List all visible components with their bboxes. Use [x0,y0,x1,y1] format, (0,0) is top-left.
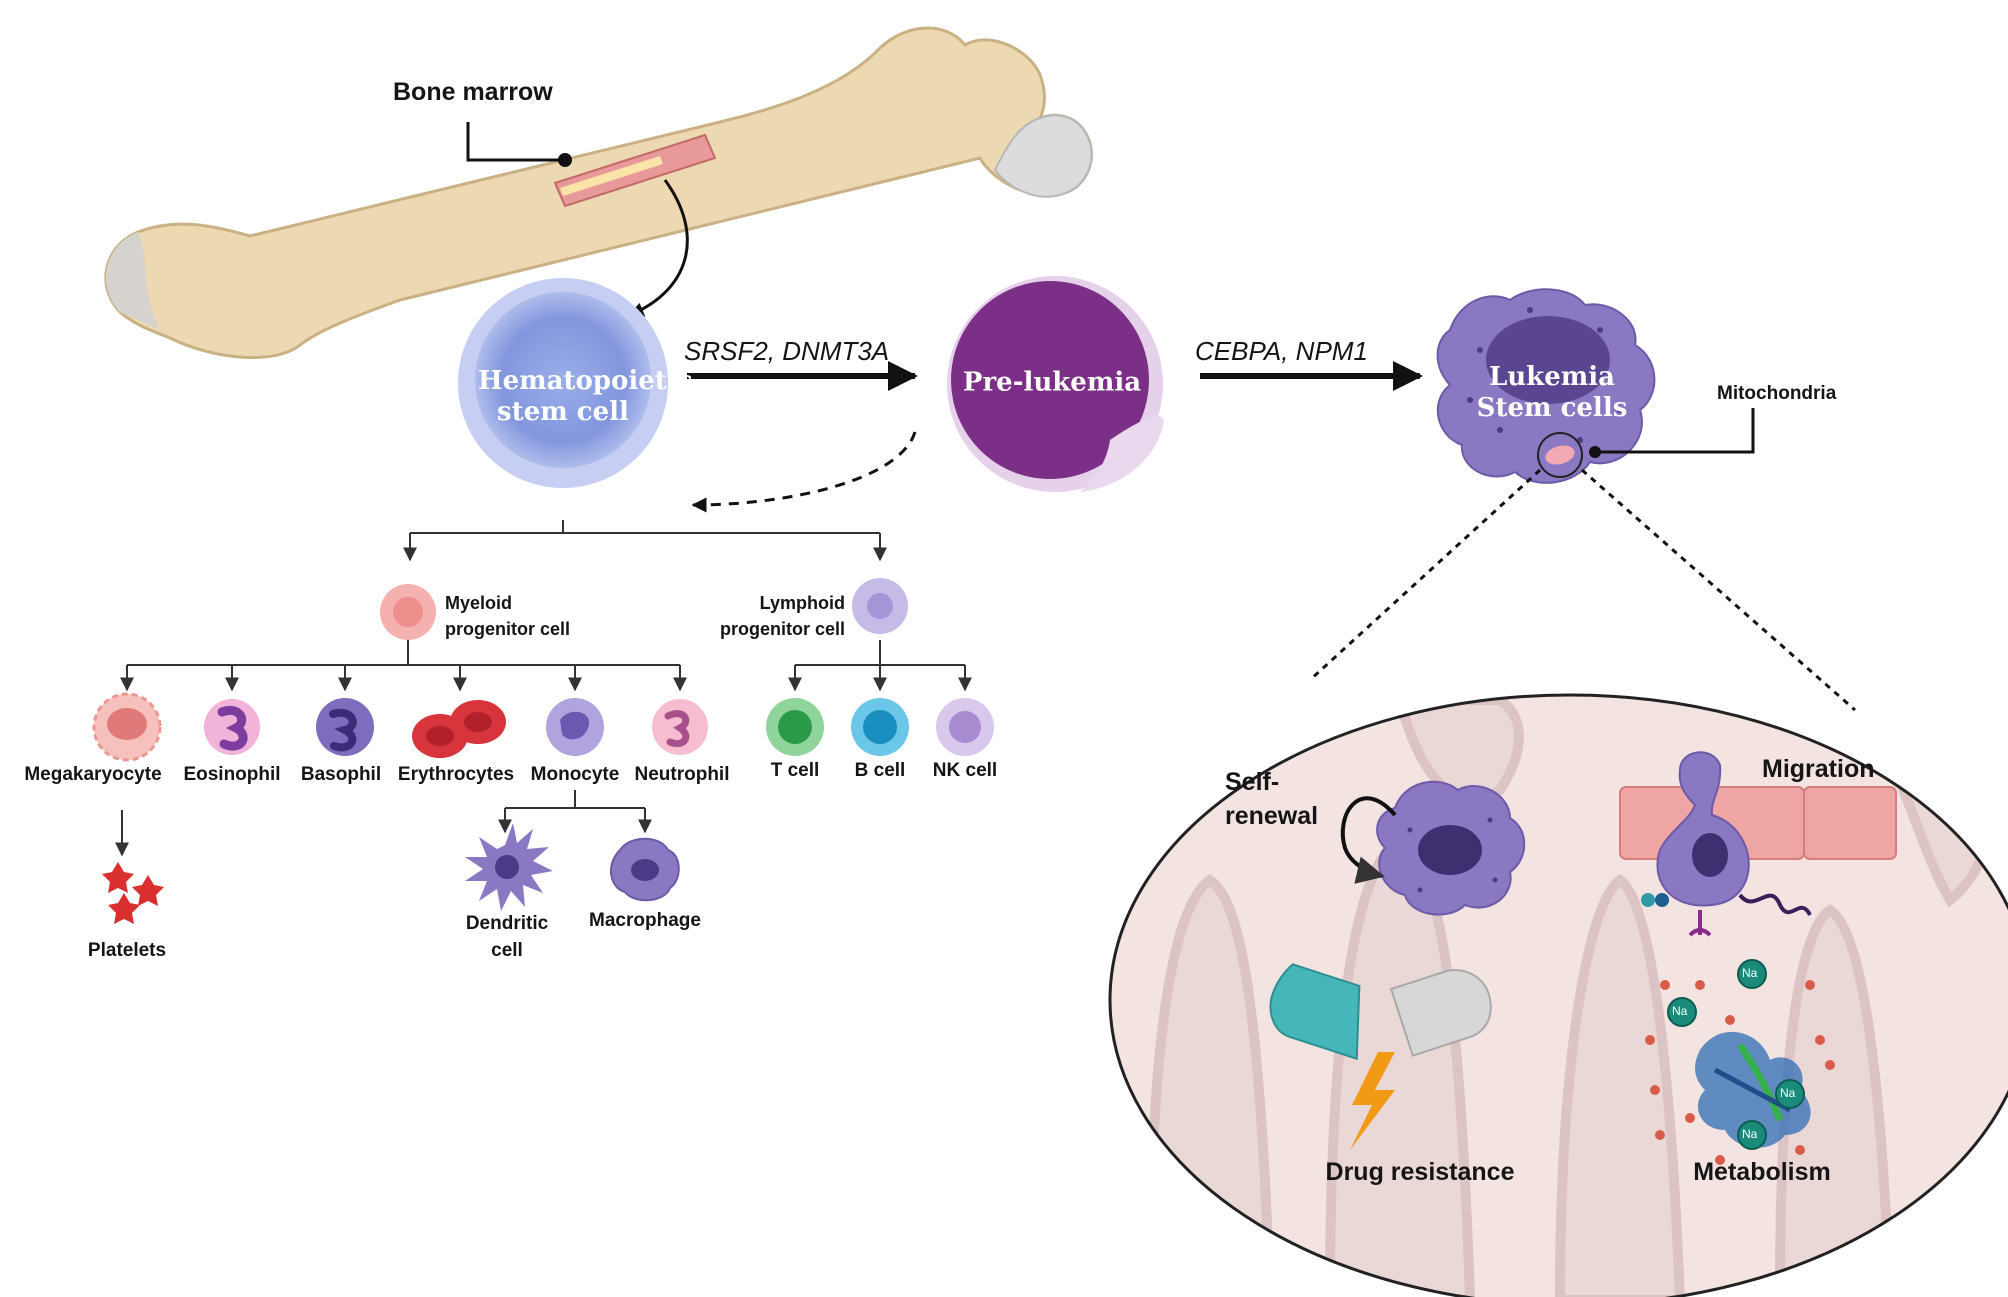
mutation-label-2: CEBPA, NPM1 [1195,336,1368,366]
neutrophil-label: Neutrophil [634,764,730,785]
na-ion-label-4: Na [1742,1127,1758,1141]
platelets-label: Platelets [87,940,167,961]
lymphoid-progenitor-label: Lymphoid progenitor cell [719,593,845,639]
migration-icon [1619,751,1897,937]
dendritic-cell-label: Dendritic cell [465,913,549,961]
erythrocytes-icon [412,700,506,758]
neutrophil-icon [652,699,708,755]
self-renewal-arrow [1340,796,1397,884]
b-cell-icon [851,698,909,756]
t-cell-icon [766,698,824,756]
mutation-label-1: SRSF2, DNMT3A [684,336,890,366]
migration-label: Migration [1762,755,1875,783]
femur-bone-icon [104,26,1093,360]
zoom-line-right [1581,468,1856,712]
lightning-icon [1350,1052,1395,1150]
na-ion-label-3: Na [1780,1086,1796,1100]
metabolism-label: Metabolism [1693,1158,1831,1186]
basophil-label: Basophil [300,764,382,785]
b-cell-label: B cell [854,760,906,781]
hsc-label: Hematopoietic stem cell [478,365,693,427]
na-ion-label-1: Na [1742,966,1758,980]
bone-marrow-label: Bone marrow [393,78,553,106]
megakaryocyte-label: Megakaryocyte [24,764,162,785]
metabolism-protein-icon [1645,959,1835,1165]
macrophage-label: Macrophage [589,910,701,931]
na-ion-label-2: Na [1672,1004,1688,1018]
mitochondria-pointer [1589,408,1755,458]
bone-marrow-pointer [466,122,572,167]
zoom-line-left [1308,468,1542,682]
hematopoietic-stem-cell [458,278,668,488]
drug-capsule-icon [1269,963,1492,1061]
nk-cell-label: NK cell [932,760,998,781]
bone-to-hsc-arrow [628,179,689,317]
pre-leukemia-cell [947,276,1164,492]
lymphoid-progenitor-icon [852,578,908,634]
t-cell-label: T cell [770,760,820,781]
dendritic-cell-icon [465,823,553,911]
lsc-label: Lukemia Stem cells [1476,361,1628,423]
self-renewal-cell-icon [1376,780,1526,916]
myeloid-progenitor-icon [380,584,436,640]
platelets-icon [102,862,164,924]
megakaryocyte-icon [92,692,162,762]
nk-cell-icon [936,698,994,756]
myeloid-progenitor-label: Myeloid progenitor cell [445,593,571,639]
macrophage-icon [610,837,680,902]
lineage-tree-lines [115,520,972,857]
drug-resistance-label: Drug resistance [1325,1158,1515,1186]
erythrocytes-label: Erythrocytes [397,764,515,785]
monocyte-icon [546,698,604,756]
mitochondria-label: Mitochondria [1717,383,1837,404]
self-renewal-label: Self-renewal [1225,768,1319,830]
basophil-icon [316,698,374,756]
eosinophil-label: Eosinophil [183,764,281,785]
monocyte-label: Monocyte [530,764,620,785]
eosinophil-icon [204,699,260,755]
mitochondrion-closeup [1108,693,2008,1297]
leukemia-stem-cell [1436,288,1656,484]
pre-to-progenitor-dashed-arrow [691,431,917,513]
pre-leukemia-label: Pre-lukemia [962,367,1142,398]
